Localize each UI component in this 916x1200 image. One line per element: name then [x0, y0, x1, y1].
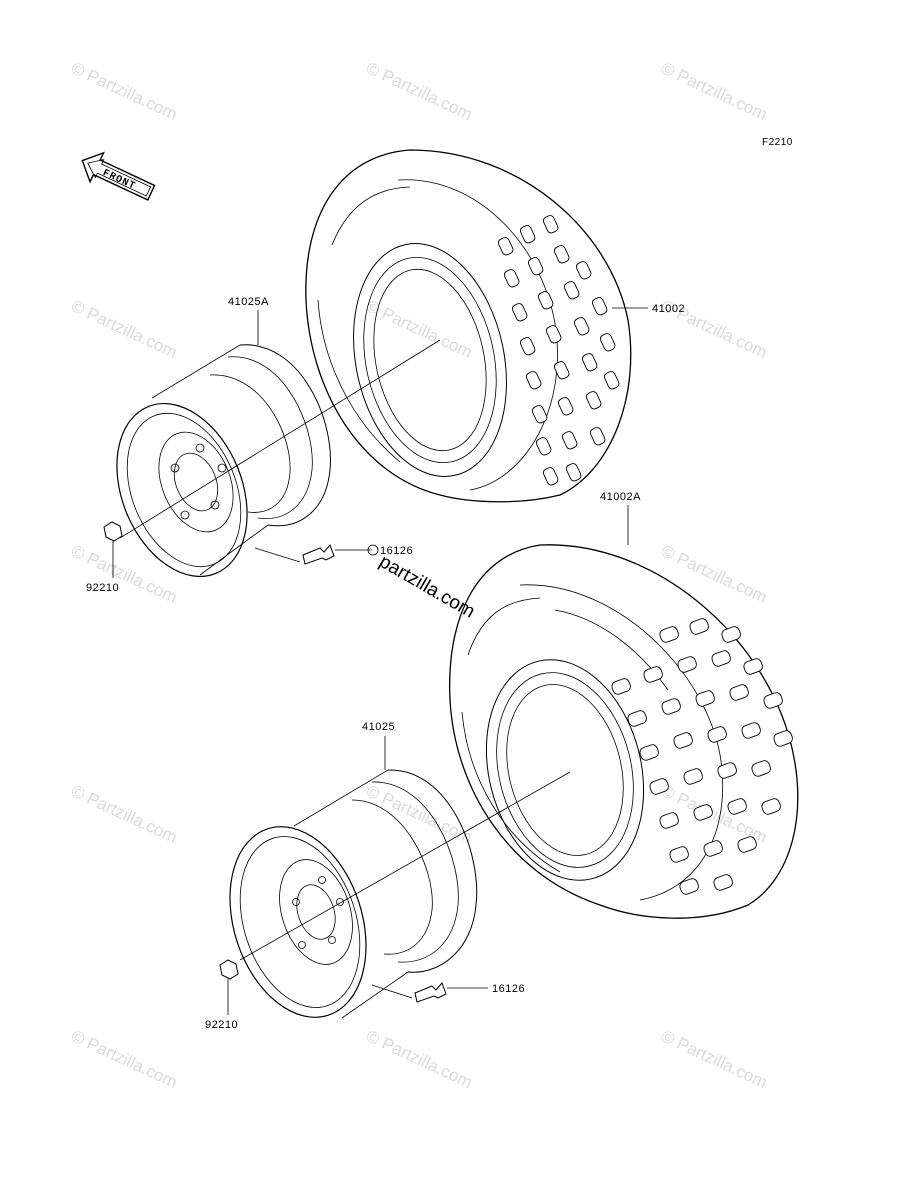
watermark: © Partzilla.com — [363, 1026, 475, 1092]
valve-callout-marker — [367, 544, 379, 556]
part-label-41002[interactable]: 41002 — [652, 303, 685, 315]
part-label-41025[interactable]: 41025 — [362, 721, 395, 733]
rear-axis-line — [239, 771, 571, 961]
watermark: © Partzilla.com — [68, 541, 180, 607]
part-label-41002A[interactable]: 41002A — [600, 491, 641, 503]
watermark: © Partzilla.com — [68, 781, 180, 847]
watermark: © Partzilla.com — [68, 296, 180, 362]
rear-valve[interactable] — [414, 982, 488, 1003]
front-wheel[interactable] — [93, 344, 331, 596]
tread-pattern — [611, 618, 793, 895]
part-label-41025A[interactable]: 41025A — [228, 296, 269, 308]
rear-tire[interactable] — [448, 544, 799, 919]
front-tire[interactable] — [305, 149, 632, 503]
watermark: © Partzilla.com — [68, 1026, 180, 1092]
part-label-16126-front[interactable]: 16126 — [380, 545, 413, 557]
part-label-92210-front[interactable]: 92210 — [86, 582, 119, 594]
watermark: © Partzilla.com — [658, 58, 770, 124]
tread-pattern — [497, 215, 620, 486]
front-axis-line — [119, 339, 441, 539]
watermark: © Partzilla.com — [658, 1026, 770, 1092]
watermark: © Partzilla.com — [363, 58, 475, 124]
diagram-code: F2210 — [762, 137, 793, 148]
front-arrow-icon: FRONT — [81, 151, 156, 201]
front-nut[interactable] — [103, 521, 123, 578]
part-label-16126-rear[interactable]: 16126 — [492, 983, 525, 995]
watermark: © Partzilla.com — [363, 781, 475, 847]
rear-wheel[interactable] — [207, 769, 478, 1035]
center-watermark: partzilla.com — [376, 551, 479, 623]
watermark: © Partzilla.com — [658, 541, 770, 607]
watermark: © Partzilla.com — [68, 58, 180, 124]
watermark: © Partzilla.com — [363, 296, 475, 362]
leader-lines — [257, 307, 648, 770]
part-label-92210-rear[interactable]: 92210 — [205, 1019, 238, 1031]
rear-nut[interactable] — [219, 959, 239, 1015]
front-valve[interactable] — [302, 544, 372, 565]
